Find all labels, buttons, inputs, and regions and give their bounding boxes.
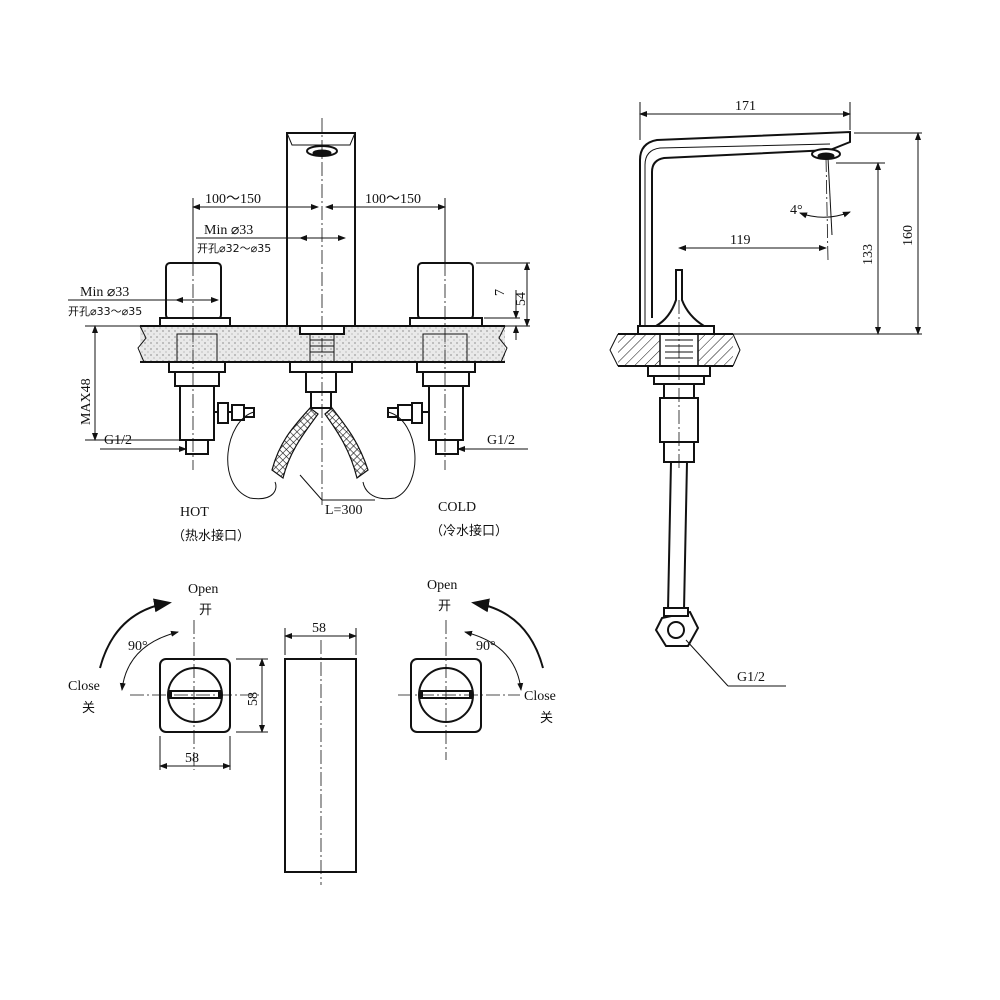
left-width-label: 58	[185, 751, 199, 766]
top-spout	[284, 658, 357, 873]
cold-label: COLD	[438, 500, 476, 515]
right-angle-label: 90°	[476, 639, 496, 654]
side-spout	[639, 130, 851, 326]
right-close-label: Close	[524, 689, 556, 704]
dim-handle-hole: 开孔⌀33～⌀35	[68, 305, 142, 318]
spout-body	[286, 132, 356, 327]
top-view: Open 开 90° Close 关 58 58 58 Open 开 90° C…	[68, 578, 556, 885]
left-handle	[165, 262, 222, 320]
left-close-cn-label: 关	[82, 701, 95, 716]
right-handle	[417, 262, 474, 320]
side-view: 171 4° 119 133 160 G1/2	[609, 99, 922, 687]
left-close-label: Close	[68, 679, 100, 694]
left-open-label: Open	[188, 582, 218, 597]
left-angle-label: 90°	[128, 639, 148, 654]
right-open-label: Open	[427, 578, 457, 593]
g-right-label: G1/2	[487, 433, 515, 448]
g-left-label: G1/2	[104, 433, 132, 448]
spout-width-label: 58	[312, 621, 326, 636]
dim-spout-hole: 开孔⌀32～⌀35	[197, 242, 271, 255]
hot-label: HOT	[180, 505, 209, 520]
dim-spout-min: Min ⌀33	[204, 223, 253, 238]
dim-119: 119	[730, 233, 750, 248]
dim-4deg: 4°	[790, 203, 803, 218]
dim-54: 54	[514, 292, 529, 306]
front-view: 100～150 100～150 Min ⌀33 开孔⌀32～⌀35 Min ⌀3…	[68, 118, 530, 544]
hose-left	[271, 407, 319, 480]
side-g-label: G1/2	[737, 670, 765, 685]
dim-spacing-left: 100～150	[205, 192, 261, 207]
dim-133: 133	[861, 244, 876, 265]
left-height-label: 58	[246, 692, 261, 706]
left-open-cn-label: 开	[199, 603, 212, 618]
dim-7: 7	[493, 289, 508, 296]
hose-right	[324, 407, 369, 480]
dim-spacing-right: 100～150	[365, 192, 421, 207]
dim-handle-min: Min ⌀33	[80, 285, 129, 300]
cold-cn-label: （冷水接口）	[430, 523, 508, 539]
dim-max48: MAX48	[79, 378, 94, 425]
right-close-cn-label: 关	[540, 711, 553, 726]
dim-171: 171	[735, 99, 756, 114]
hot-cn-label: （热水接口）	[172, 528, 250, 544]
hose-length-label: L=300	[325, 503, 362, 518]
dim-160: 160	[901, 225, 916, 246]
right-open-cn-label: 开	[438, 599, 451, 614]
